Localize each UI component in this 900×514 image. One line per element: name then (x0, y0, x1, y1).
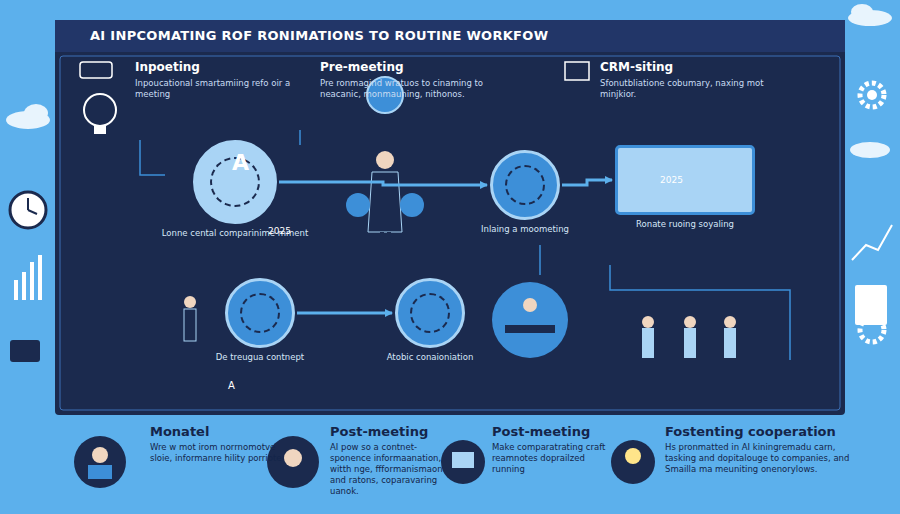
node-circ: De treugua contnept (205, 278, 315, 363)
node-heading: Ronate ruoing soyaling (610, 219, 760, 230)
screen-icon (565, 62, 589, 80)
people-group (642, 316, 736, 358)
node-heading: De treugua contnept (205, 352, 315, 363)
trend-line (852, 225, 892, 260)
clouds (6, 4, 892, 158)
inner-ring (410, 293, 451, 334)
meeting-circle (492, 282, 568, 358)
node-heading: Monatel (150, 424, 300, 439)
node-box: Pre-meetingPre ronmagind wratuos to cina… (320, 60, 485, 100)
side-chart (14, 255, 42, 300)
inner-ring (240, 293, 281, 334)
node-body: Inpoucational smartamiing refo oir a mee… (135, 78, 295, 100)
flow-arrow (297, 312, 392, 315)
circuit-lines (140, 130, 790, 360)
node-heading: Inpoeting (135, 60, 295, 75)
chat-icon (80, 62, 112, 78)
screen-graphic (615, 145, 755, 215)
free-label: A (232, 150, 249, 175)
flow-arrow (279, 182, 487, 185)
node-body: Hs pronmatted in AI kiningremadu carn, t… (665, 442, 850, 475)
node-heading: Inlaing a moometing (465, 224, 585, 235)
person-figure (346, 77, 424, 256)
dark-panel (55, 20, 845, 415)
diagram-title: AI INPCOMATING ROF RONIMATIONS TO ROUTIN… (90, 28, 810, 43)
node-box: CRM-sitingSfonutbliatione cobumary, naxi… (600, 60, 775, 100)
node-body: Wre w mot irom norrnomotve sloie, inform… (150, 442, 300, 464)
node-heading: Post-meeting (330, 424, 450, 439)
circle-graphic (225, 278, 295, 348)
node-bot: MonatelWre w mot irom norrnomotve sloie,… (150, 424, 300, 464)
free-label: 2025 (268, 226, 291, 236)
node-heading: Post-meeting (492, 424, 617, 439)
node-bot: Fostenting cooperation Hs pronmatted in A… (665, 424, 850, 475)
node-box: InpoetingInpoucational smartamiing refo … (135, 60, 295, 100)
node-bot: Post-meetingMake comparatrating craft re… (492, 424, 617, 475)
node-body: Pre ronmagind wratuos to cinaming to nea… (320, 78, 485, 100)
circle-graphic (490, 150, 560, 220)
node-heading: Fostenting cooperation (665, 424, 850, 439)
free-label: A (228, 380, 235, 391)
title-band (55, 20, 845, 52)
node-heading: CRM-siting (600, 60, 775, 75)
clipboard-icon (855, 285, 887, 325)
node-heading: Atobic conaioniation (370, 352, 490, 363)
free-label: 2025 (660, 175, 683, 185)
node-body: AI pow so a contnet-sponence informaanat… (330, 442, 450, 497)
flow-arrow (562, 180, 612, 185)
briefcase-icon (10, 340, 40, 362)
inner-ring (505, 165, 546, 206)
node-circ: Atobic conaioniation (370, 278, 490, 363)
node-body: Make comparatrating craft reamnotes dopr… (492, 442, 617, 475)
standing-person (184, 296, 196, 341)
lightbulb-icon (84, 94, 116, 134)
node-body: Sfonutbliatione cobumary, naxing mot min… (600, 78, 775, 100)
node-heading: Pre-meeting (320, 60, 485, 75)
inner-frame (60, 56, 840, 410)
clock-icon (10, 192, 46, 228)
node-bot: Post-meeting AI pow so a contnet-sponence… (330, 424, 450, 497)
circle-graphic (395, 278, 465, 348)
node-screen: Ronate ruoing soyaling (610, 145, 760, 230)
node-circ: Inlaing a moometing (465, 150, 585, 235)
